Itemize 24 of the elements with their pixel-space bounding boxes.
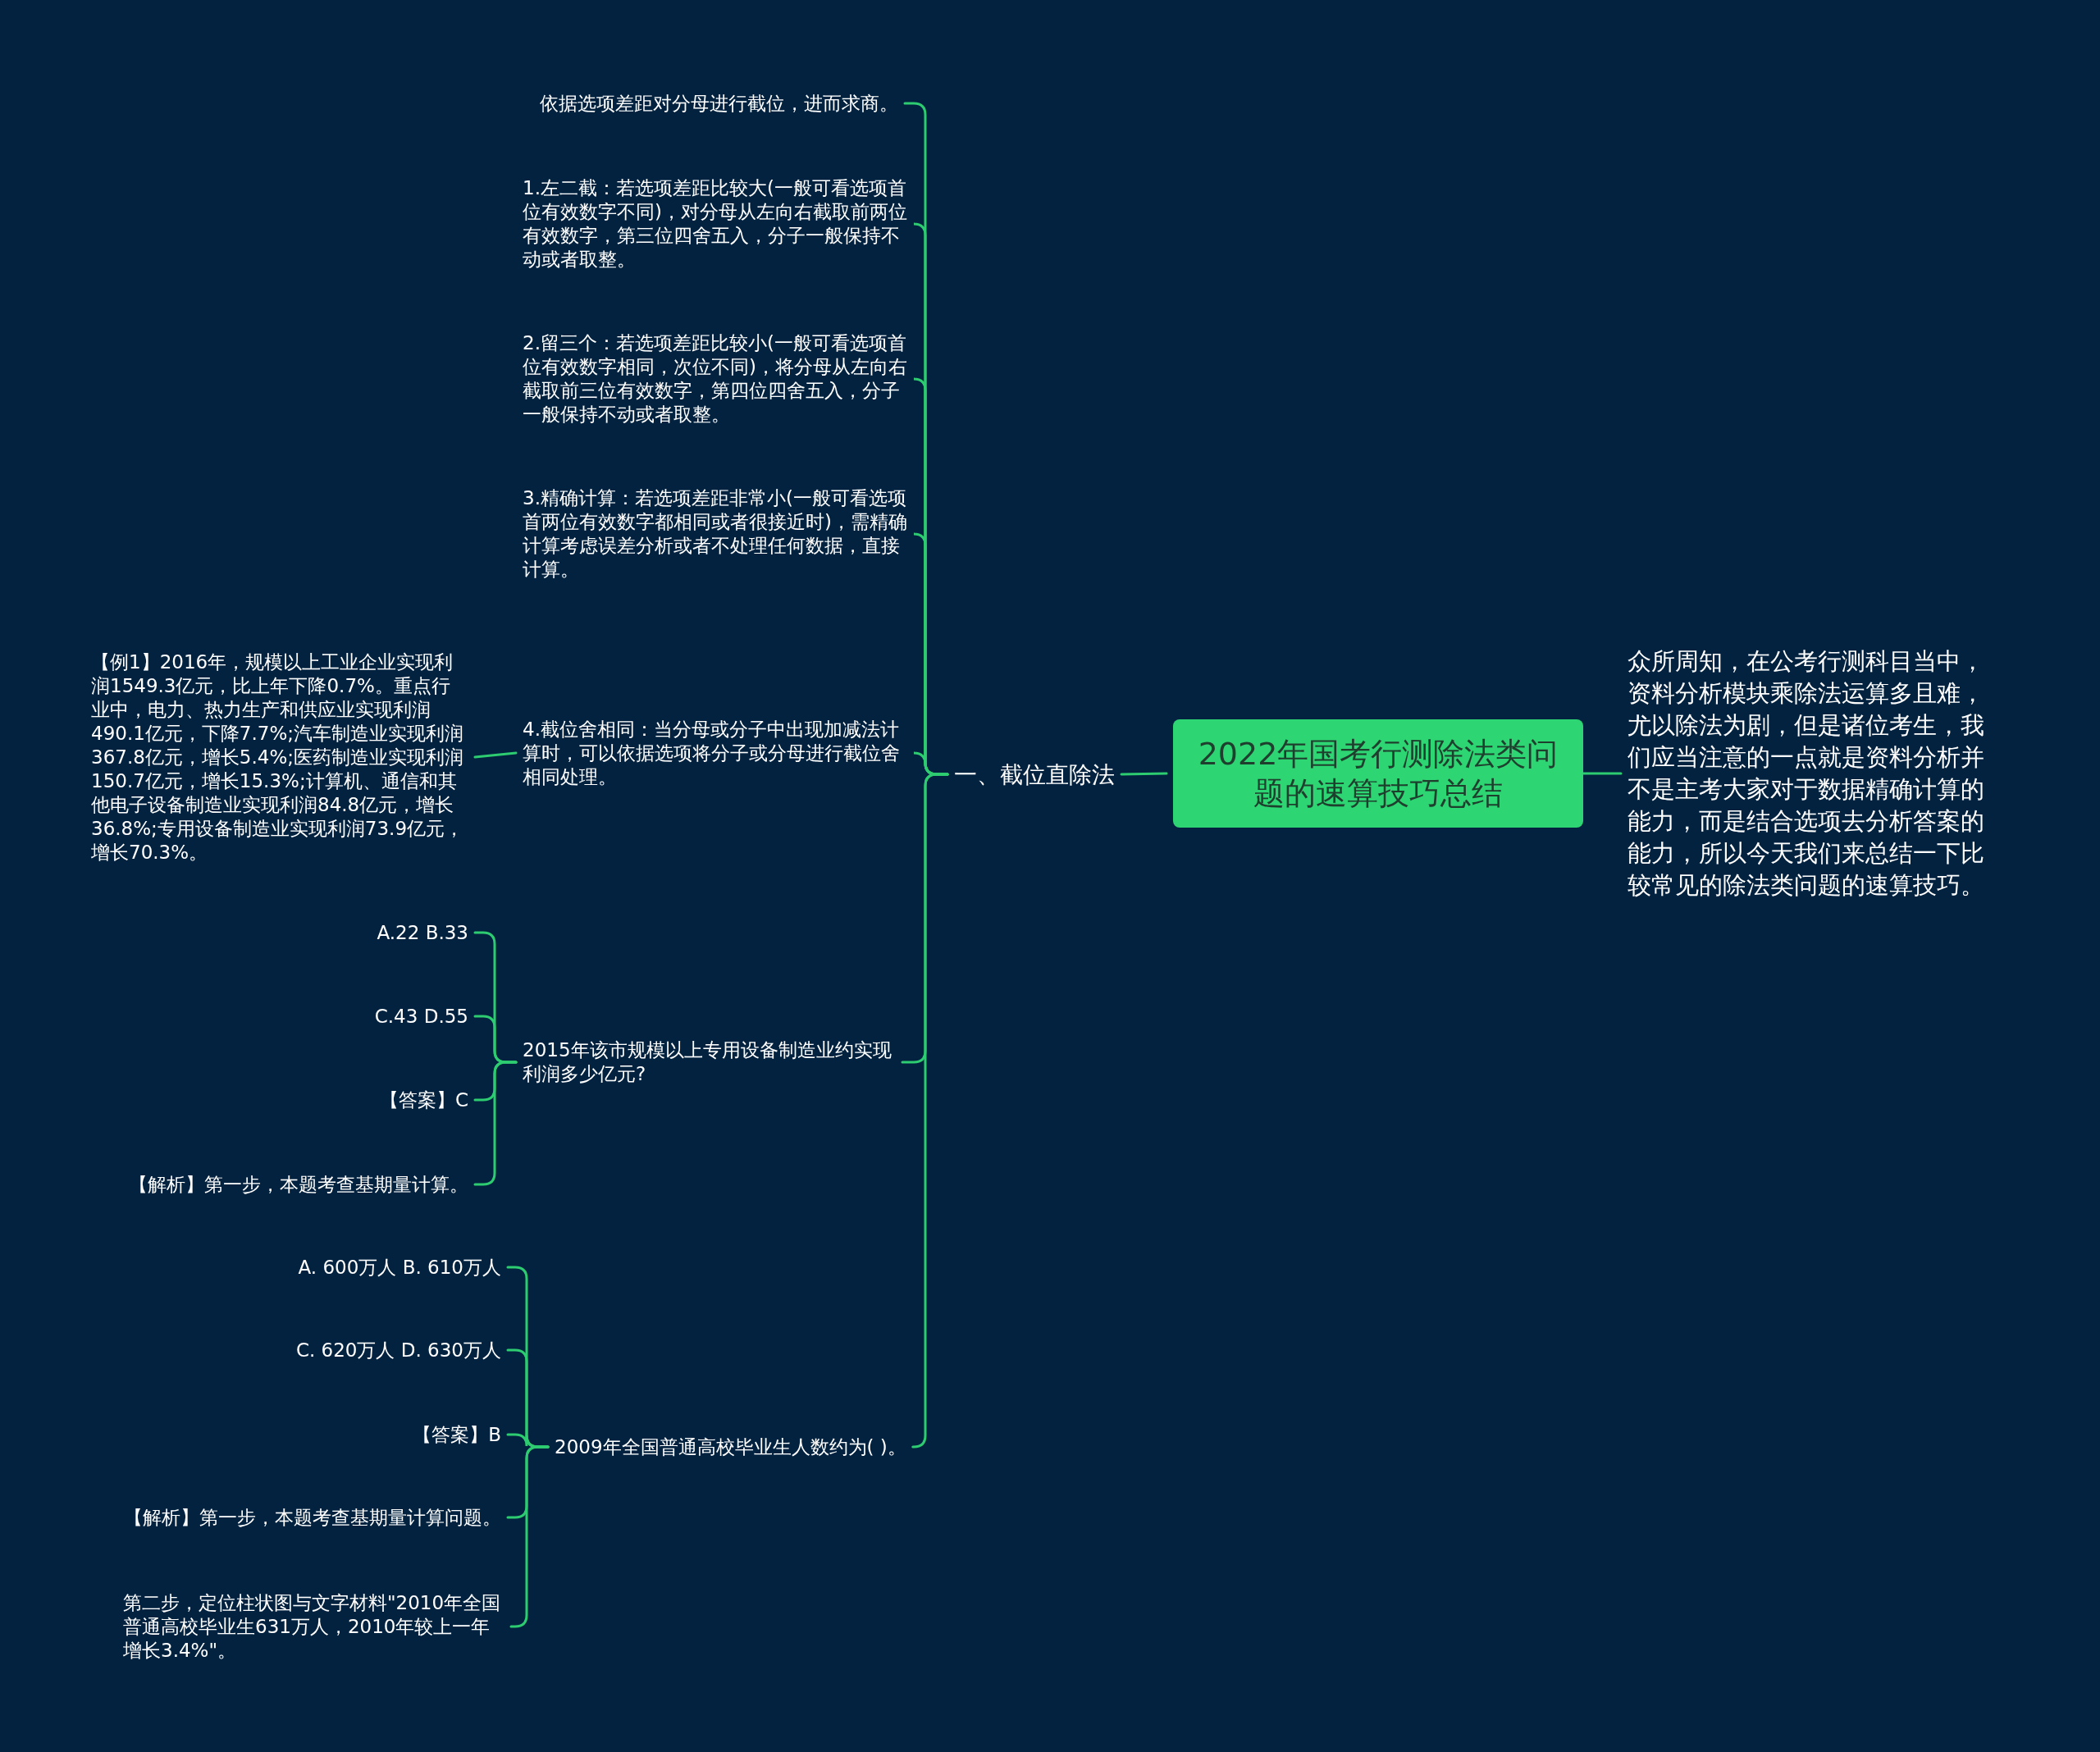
topic-text: 3.精确计算：若选项差距非常小(一般可看选项首两位有效数字都相同或者很接近时)，需精确计算考虑误差分析或者不处理任何数据，直接计算。 [523, 486, 908, 582]
topic-text: 2015年该市规模以上专用设备制造业约实现利润多少亿元? [523, 1038, 896, 1086]
connector-line [1120, 772, 1168, 776]
topic-text: 一、截位直除法 [954, 762, 1115, 787]
connector-line [1582, 772, 1623, 775]
topic-text: 【解析】第一步，本题考查基期量计算问题。 [124, 1505, 501, 1530]
topic-text: 2009年全国普通高校毕业生人数约为( )。 [555, 1435, 906, 1459]
topic-text: 众所周知，在公考行测科目当中，资料分析模块乘除法运算多且难，尤以除法为剧，但是诸位考生，我们应当注意的一点就是资料分析并不是主考大家对于数据精确计算的能力，而是结合选项去分析答案的能力，所以今天我们来总结一下比较常见的除法类问题的速算技巧。 [1628, 646, 2005, 901]
topic-text: 4.截位舍相同：当分母或分子中出现加减法计算时，可以依据选项将分子或分母进行截位舍相同处理。 [523, 717, 908, 789]
topic-text: 【答案】B [413, 1422, 501, 1447]
topic-text: A.22 B.33 [377, 920, 468, 945]
topic-text: 【解析】第一步，本题考查基期量计算。 [129, 1172, 468, 1197]
topic-text: C.43 D.55 [374, 1004, 468, 1029]
connector-line [473, 751, 518, 759]
connector-line [911, 773, 949, 1449]
topic-text: 【答案】C [379, 1088, 468, 1112]
topic-text: C. 620万人 D. 630万人 [295, 1338, 501, 1362]
central-topic-box: 2022年国考行测除法类问题的速算技巧总结 [1173, 719, 1583, 828]
topic-text: A. 600万人 B. 610万人 [298, 1255, 501, 1280]
topic-text: 【例1】2016年，规模以上工业企业实现利润1549.3亿元，比上年下降0.7%。重点行业中，电力、热力生产和供应业实现利润490.1亿元，下降7.7%;汽车制造业实现利润367.8亿元，增长5.4%;医药制造业实现利润150.7亿元，增长15.3%;计算机、通信和其他电子设备制造业实现利润84.8亿元，增长36.8%;专用设备制造业实现利润73.9亿元，增长70.3%。 [91, 650, 468, 865]
topic-text: 第二步，定位柱状图与文字材料"2010年全国普通高校毕业生631万人，2010年较上一年增长3.4%"。 [123, 1590, 504, 1663]
topic-text: 2.留三个：若选项差距比较小(一般可看选项首位有效数字相同，次位不同)，将分母从左向右截取前三位有效数字，第四位四舍五入，分子一般保持不动或者取整。 [523, 331, 908, 427]
topic-text: 依据选项差距对分母进行截位，进而求商。 [540, 91, 898, 116]
topic-text: 1.左二截：若选项差距比较大(一般可看选项首位有效数字不同)，对分母从左向右截取前两位有效数字，第三位四舍五入，分子一般保持不动或者取整。 [523, 176, 908, 271]
